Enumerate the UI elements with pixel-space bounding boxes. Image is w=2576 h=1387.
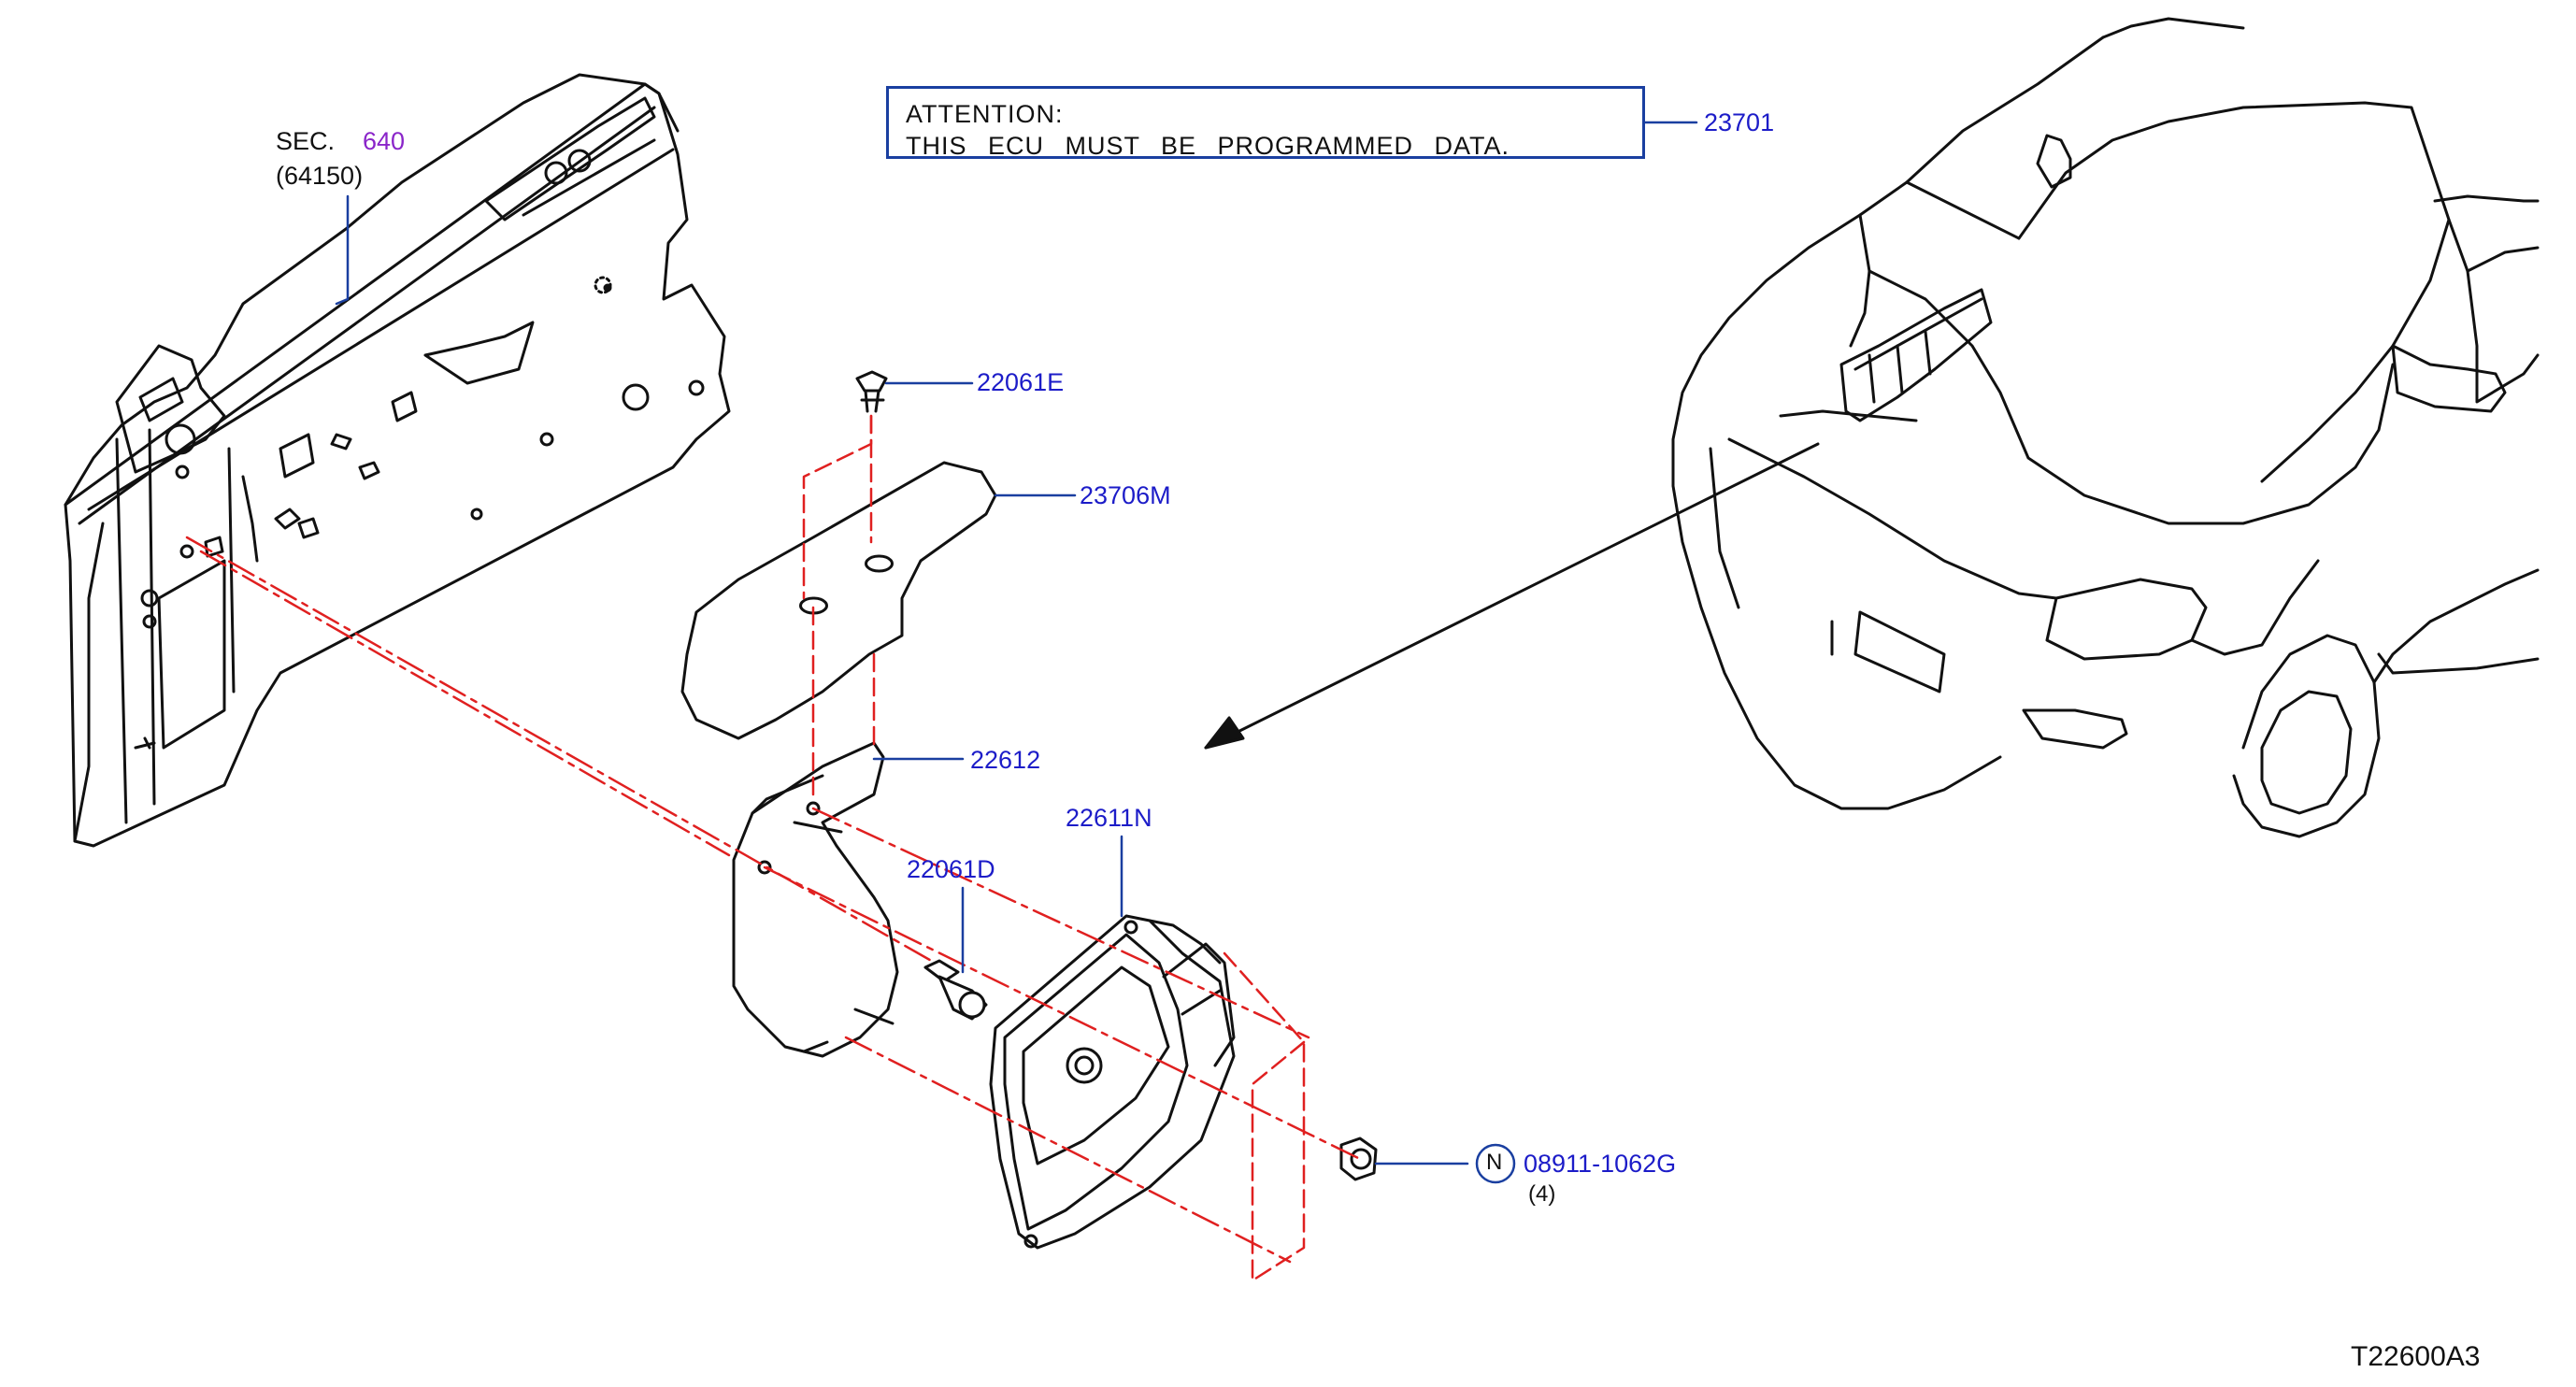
callout-22612[interactable]: 22612 [970, 746, 1041, 774]
nut-prefix-symbol: N [1486, 1150, 1503, 1175]
attention-note: ATTENTION: THIS ECU MUST BE PROGRAMMED D… [886, 86, 1645, 160]
callout-22061D[interactable]: 22061D [907, 855, 995, 883]
section-sub-part: (64150) [276, 162, 364, 190]
section-ref-link[interactable]: 640 [363, 127, 406, 155]
nut-quantity: (4) [1528, 1181, 1556, 1207]
phantom-lines [185, 414, 1362, 1282]
bolt-icon [923, 959, 988, 1021]
callout-08911-1062G[interactable]: 08911-1062G [1524, 1150, 1677, 1178]
callout-22611N[interactable]: 22611N [1066, 804, 1152, 832]
drawing-id: T22600A3 [2351, 1341, 2481, 1372]
vehicle-front-view-icon [1671, 17, 2540, 838]
leader-lines [335, 121, 1698, 1184]
clip-icon [855, 370, 888, 413]
fender-apron-panel-icon [64, 73, 731, 848]
attention-line-1: ATTENTION: [906, 100, 1064, 128]
ecu-bracket-icon [732, 741, 899, 1058]
attention-line-2: THIS ECU MUST BE PROGRAMMED DATA. [906, 132, 1510, 160]
heat-shield-cover-icon [680, 461, 997, 740]
location-arrow-icon [1204, 442, 1820, 750]
callout-23701[interactable]: 23701 [1704, 108, 1775, 136]
flange-nut-icon [1339, 1137, 1378, 1181]
section-prefix: SEC. [276, 127, 336, 155]
engine-control-unit-icon [989, 914, 1236, 1250]
callout-22061E[interactable]: 22061E [977, 368, 1065, 396]
callout-23706M[interactable]: 23706M [1080, 481, 1171, 509]
